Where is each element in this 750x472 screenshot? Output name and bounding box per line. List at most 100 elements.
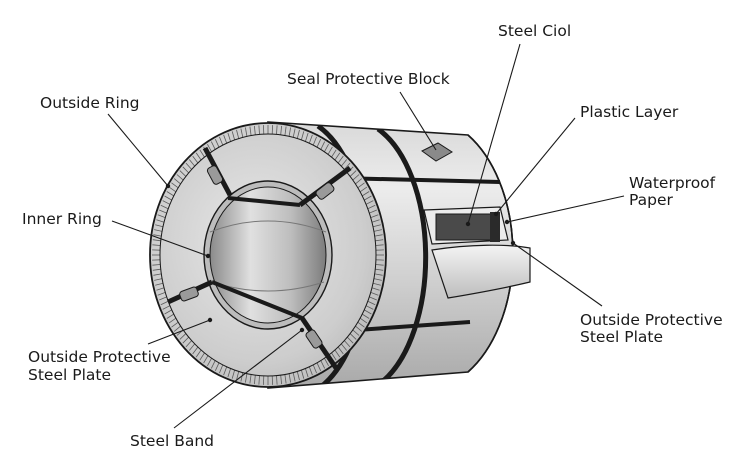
- ring-hatch-tick: [373, 278, 382, 281]
- ring-hatch-tick: [164, 195, 172, 201]
- outside-ring-hatch: [152, 125, 384, 385]
- ring-hatch-tick: [188, 343, 196, 351]
- ring-hatch-tick: [207, 144, 212, 152]
- ring-hatch-tick: [245, 373, 248, 383]
- ring-hatch-tick: [154, 278, 163, 281]
- ring-hatch-tick: [331, 352, 337, 361]
- label-outside-plate-right-2: Steel Plate: [580, 328, 663, 346]
- leader-waterproof-paper: [506, 195, 625, 223]
- ring-hatch-tick: [162, 200, 171, 205]
- ring-hatch-tick: [171, 182, 179, 189]
- label-steel-coil: Steel Ciol: [498, 22, 571, 40]
- ring-hatch-tick: [179, 170, 187, 177]
- ring-hatch-tick: [375, 264, 384, 266]
- ring-hatch-tick: [162, 305, 171, 310]
- ring-hatch-tick: [324, 144, 329, 152]
- ring-hatch-tick: [192, 155, 199, 164]
- ring-hatch-tick: [185, 162, 192, 170]
- ring-hatch-tick: [157, 214, 166, 218]
- ring-hatch-tick: [320, 360, 326, 369]
- leader-seal-block: [399, 91, 437, 151]
- ring-hatch-tick: [219, 364, 224, 374]
- ring-hatch-tick: [159, 296, 167, 301]
- ring-hatch-tick: [152, 264, 161, 266]
- ring-hatch-tick: [359, 317, 368, 324]
- ring-hatch-tick: [203, 355, 209, 364]
- ring-hatch-tick: [210, 360, 216, 369]
- ring-hatch-tick: [365, 305, 374, 310]
- leader-inner-ring: [111, 220, 209, 257]
- ring-hatch-tick: [296, 371, 300, 381]
- ring-hatch-tick: [159, 209, 167, 214]
- cutaway-window: [423, 206, 531, 299]
- ring-hatch-tick: [173, 178, 181, 185]
- label-outside-ring: Outside Ring: [40, 94, 140, 112]
- ring-hatch-tick: [160, 204, 169, 210]
- ring-hatch-tick: [327, 146, 333, 155]
- ring-hatch-tick: [296, 129, 300, 139]
- leader-outside-ring: [107, 113, 169, 187]
- ring-hatch-tick: [182, 336, 189, 344]
- ring-hatch-tick: [301, 369, 305, 379]
- ring-hatch-tick: [371, 287, 380, 291]
- ring-hatch-tick: [284, 126, 287, 136]
- ring-hatch-tick: [344, 340, 351, 348]
- ring-hatch-tick: [367, 300, 376, 306]
- ring-hatch-tick: [352, 174, 360, 181]
- ring-hatch-tick: [168, 317, 177, 324]
- ring-hatch-tick: [188, 159, 196, 167]
- ring-hatch-tick: [308, 134, 313, 144]
- ring-hatch-tick: [370, 292, 379, 296]
- leader-lines: [107, 43, 625, 429]
- ring-hatch-tick: [231, 131, 235, 141]
- ring-hatch-tick: [245, 127, 248, 137]
- ring-hatch-tick: [372, 224, 381, 228]
- ring-hatch-tick: [365, 200, 374, 205]
- ring-hatch-tick: [227, 368, 231, 378]
- ring-hatch-tick: [207, 358, 212, 366]
- ring-hatch-tick: [337, 155, 344, 164]
- ring-hatch-tick: [160, 300, 169, 306]
- ring-hatch-tick: [166, 191, 175, 197]
- ring-hatch-tick: [355, 178, 363, 185]
- ring-hatch-tick: [168, 186, 177, 193]
- leader-plastic-layer: [495, 117, 576, 215]
- ring-hatch-tick: [249, 126, 252, 136]
- ring-hatch-tick: [240, 372, 244, 382]
- ring-hatch-tick: [312, 364, 317, 374]
- ring-hatch-tick: [199, 149, 205, 158]
- ring-hatch-tick: [292, 128, 296, 138]
- ring-hatch-tick: [316, 362, 322, 371]
- ring-hatch-tick: [308, 366, 313, 376]
- ring-hatch-tick: [369, 296, 377, 301]
- ring-hatch-tick: [364, 195, 372, 201]
- ring-hatch-tick: [199, 352, 205, 361]
- ring-hatch-tick: [375, 268, 384, 271]
- ring-hatch-tick: [219, 136, 224, 146]
- ring-hatch-tick: [152, 268, 161, 271]
- leader-outside-plate-right: [512, 242, 603, 307]
- ring-hatch-tick: [361, 313, 370, 319]
- label-steel-band: Steel Band: [130, 432, 214, 450]
- ring-hatch-tick: [352, 329, 360, 336]
- ring-hatch-tick: [152, 239, 161, 242]
- ring-hatch-tick: [195, 349, 202, 358]
- leader-outside-plate-left: [147, 319, 211, 345]
- label-plastic-layer: Plastic Layer: [580, 103, 679, 121]
- ring-hatch-tick: [375, 239, 384, 242]
- ring-hatch-tick: [249, 374, 252, 384]
- ring-hatch-tick: [236, 371, 240, 381]
- ring-hatch-tick: [373, 229, 382, 232]
- ring-hatch-tick: [153, 234, 162, 237]
- ring-hatch-tick: [324, 358, 329, 366]
- ring-hatch-tick: [254, 375, 256, 385]
- label-waterproof-paper-1: Waterproof: [629, 174, 716, 192]
- ring-hatch-tick: [359, 186, 368, 193]
- ring-hatch-tick: [166, 313, 175, 319]
- ring-hatch-tick: [258, 125, 260, 135]
- leader-steel-band: [173, 329, 303, 429]
- ring-hatch-tick: [227, 132, 231, 142]
- ring-hatch-tick: [155, 224, 164, 228]
- label-outside-plate-right-1: Outside Protective: [580, 311, 723, 329]
